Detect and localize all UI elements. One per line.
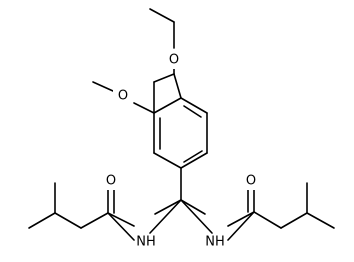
bond xyxy=(180,199,206,215)
carbonyl-oxygen-right-label: O xyxy=(246,174,256,189)
bond xyxy=(80,212,109,229)
bond xyxy=(149,8,175,23)
bond xyxy=(153,152,182,169)
bond xyxy=(180,199,213,234)
bond xyxy=(180,152,208,169)
nh-left-label: NH xyxy=(136,235,156,250)
bond xyxy=(253,211,282,229)
bond xyxy=(183,105,202,118)
bond xyxy=(154,199,182,215)
bond xyxy=(107,212,135,241)
carbonyl-oxygen-left-label: O xyxy=(106,174,116,189)
bond xyxy=(227,211,255,227)
bond-lines xyxy=(28,8,335,229)
methoxy-oxygen-label: O xyxy=(118,89,128,104)
nh-bonds xyxy=(107,199,255,241)
bond xyxy=(153,97,182,114)
bond xyxy=(28,212,56,229)
bond xyxy=(280,212,308,229)
bond xyxy=(92,81,114,92)
bond xyxy=(227,211,255,241)
bond xyxy=(153,73,175,83)
bond xyxy=(306,212,335,229)
bond xyxy=(183,150,203,163)
bond xyxy=(133,102,155,114)
nh-right-label: NH xyxy=(205,235,225,250)
bond xyxy=(54,212,82,229)
bond xyxy=(107,212,135,227)
ethoxy-oxygen-label: O xyxy=(169,53,179,68)
bond xyxy=(180,97,208,114)
bond xyxy=(173,73,182,99)
bond xyxy=(149,199,182,234)
atom-labels: O O O O NH NH xyxy=(101,51,261,251)
